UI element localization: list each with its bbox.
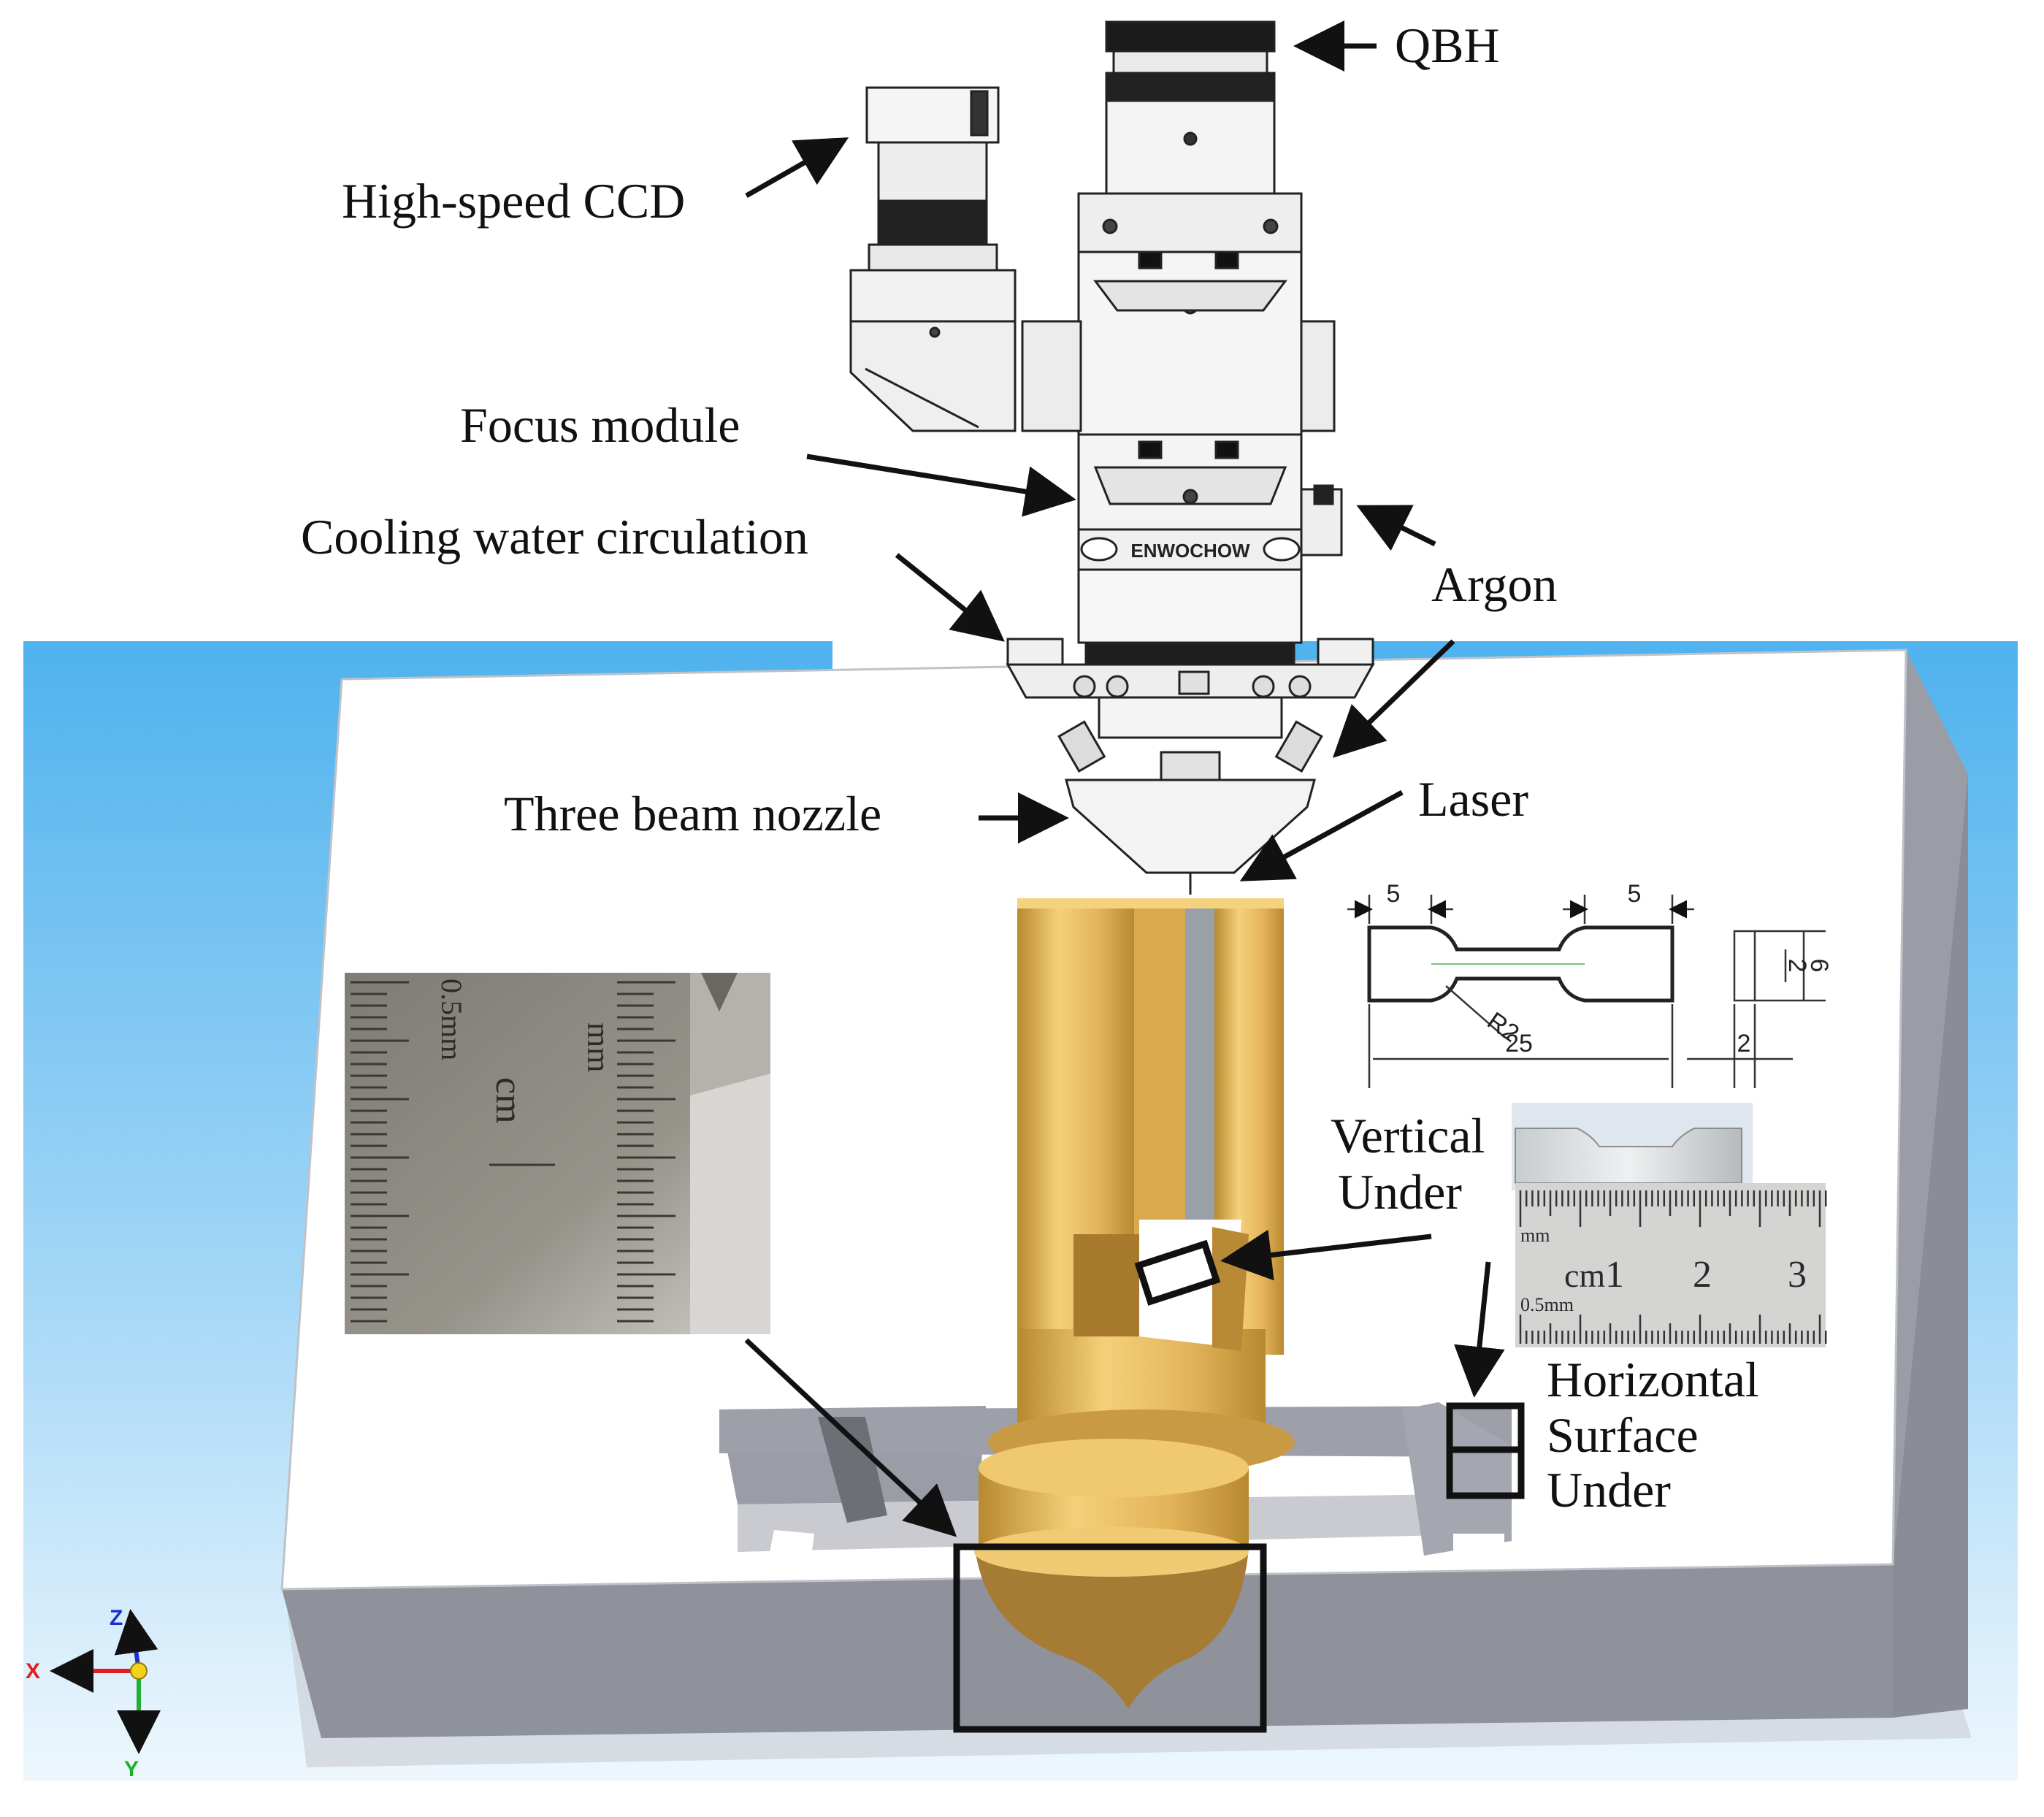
right-ruler-scale: 0.5mm: [1520, 1294, 1574, 1315]
labels: QBH High-speed CCD Focus module Cooling …: [301, 18, 1759, 1518]
right-specimen-photo: mm cm 1 2 3 0.5mm: [1512, 1103, 1827, 1347]
dim-gauge-width: 2: [1783, 959, 1811, 973]
arrow-horizontal-surface: [1454, 1261, 1505, 1398]
nozzle-model: [974, 898, 1295, 1709]
argon-fitting-right: [1274, 720, 1323, 773]
lower-knurl: [1084, 641, 1295, 666]
right-ruler-mm: mm: [1520, 1225, 1550, 1246]
axis-x-label: X: [26, 1659, 40, 1683]
right-ruler-cm: cm: [1564, 1257, 1605, 1294]
left-ruler-cm: cm: [488, 1077, 529, 1124]
dim-thick: 2: [1737, 1030, 1751, 1057]
right-ruler-mark-2: 2: [1693, 1254, 1712, 1296]
ccd-mirror-block: [849, 320, 1017, 432]
dim-grip-right: 5: [1628, 880, 1642, 908]
arrow-ccd: [745, 137, 849, 199]
label-cooling: Cooling water circulation: [301, 509, 808, 565]
qbh-body: [1105, 99, 1276, 196]
dim-total-width: 6: [1805, 959, 1833, 973]
label-vertical-line2: Under: [1338, 1164, 1462, 1220]
cooling-port-right: [1317, 638, 1374, 666]
axis-y-label: Y: [124, 1757, 139, 1781]
arrow-vertical-under: [1220, 1229, 1432, 1281]
label-qbh: QBH: [1395, 18, 1500, 73]
nozzle-tip-top: [974, 1527, 1249, 1577]
arrow-laser: [1239, 789, 1404, 881]
left-ruler-scale: 0.5mm: [435, 979, 468, 1060]
groove-end-white: [767, 1530, 814, 1567]
qbh-collar: [1112, 50, 1268, 74]
axis-origin: [130, 1662, 148, 1680]
groove-inner-shadow: [818, 1417, 887, 1523]
arrow-ruler-to-tip: [744, 1338, 957, 1537]
z-axis-arrow: [114, 1609, 158, 1672]
side-module: [1021, 320, 1082, 432]
slot-cut: [1073, 1234, 1139, 1336]
block-right-face: [1893, 774, 1968, 1718]
label-focus: Focus module: [460, 397, 740, 453]
arrows: [744, 20, 1505, 1537]
axis-z-label: Z: [110, 1606, 123, 1630]
arrow-cooling: [895, 553, 1005, 642]
label-horizontal-line2: Surface: [1547, 1407, 1699, 1463]
left-photo-light-region: [690, 1074, 770, 1334]
label-vertical-line1: Vertical: [1331, 1108, 1485, 1163]
right-ruler-ticks: [1519, 1190, 1827, 1344]
arrow-focus: [806, 454, 1076, 517]
cooling-port-left: [1006, 638, 1064, 666]
nozzle-tip-cone: [975, 1548, 1249, 1709]
box-bottom-tip: [953, 1543, 1267, 1733]
left-ruler-mm: mm: [581, 1022, 616, 1072]
arrow-argon-upper: [1356, 505, 1436, 551]
groove-right-bevel: [1402, 1402, 1512, 1556]
label-horizontal-line1: Horizontal: [1547, 1352, 1759, 1407]
specimen-drawing-bg: [1307, 880, 1877, 1092]
collar-top: [979, 1439, 1249, 1497]
specimen-drawing: 5 5 R2 25 2 2 6: [1307, 880, 1877, 1092]
highlight-boxes: [953, 1239, 1525, 1733]
right-ruler-mark-1: 1: [1605, 1254, 1624, 1296]
tube-top-cap: [1017, 898, 1284, 908]
label-ccd: High-speed CCD: [342, 173, 685, 229]
label-laser: Laser: [1418, 771, 1528, 827]
laser-head: ENWOCHOW: [849, 20, 1375, 895]
qbh-connector: [1105, 20, 1276, 53]
specimen-photo-part: [1515, 1128, 1742, 1184]
box-vertical-under: [1134, 1239, 1221, 1306]
dim-grip-left: 5: [1387, 880, 1401, 908]
ccd-lens-knurl: [877, 199, 988, 246]
left-photo-sample-edge: [690, 973, 770, 1095]
label-horizontal-line3: Under: [1547, 1462, 1671, 1518]
left-ruler-ticks: [351, 981, 675, 1323]
right-ruler-mark-3: 3: [1788, 1254, 1807, 1296]
argon-fitting-left: [1057, 720, 1106, 773]
groove-end-white-2: [1453, 1534, 1504, 1563]
axis-triad: Z X Y: [26, 1606, 161, 1781]
arrow-argon-lower: [1332, 639, 1455, 758]
head-branding: ENWOCHOW: [1130, 540, 1250, 562]
dim-length: 25: [1505, 1030, 1533, 1057]
qbh-knurl: [1105, 72, 1276, 102]
label-argon: Argon: [1431, 556, 1558, 612]
label-nozzle: Three beam nozzle: [504, 786, 881, 841]
left-ruler-photo: mm 0.5mm cm: [345, 973, 770, 1334]
